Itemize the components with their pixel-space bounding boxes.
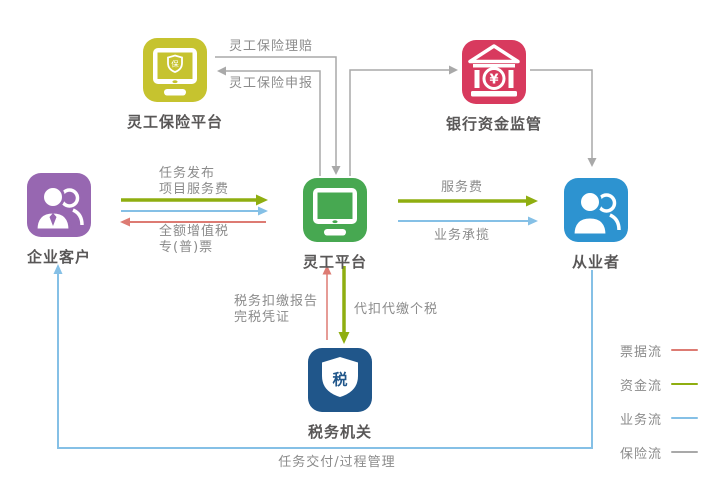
people-icon-art	[34, 185, 84, 232]
edge-label-vat-invoice-line2: 专(普)票	[159, 240, 214, 255]
people-icon-art	[571, 190, 621, 237]
edge-label-business-contract: 业务承揽	[433, 228, 490, 243]
edge-insurance-claim-line	[215, 56, 337, 167]
edge-label-tax-report-line2: 完税凭证	[234, 310, 291, 325]
edge-service-fee-arrow	[526, 195, 538, 207]
edge-task-publish-arrow	[256, 194, 268, 206]
node-worker: 从业者	[564, 178, 628, 272]
monitor-icon-art	[313, 188, 357, 236]
edge-insurance-declare-arrow	[217, 66, 226, 76]
edge-label-tax-withholding: 代扣代缴个税	[354, 302, 439, 317]
tax-shield-char: 税	[332, 371, 347, 389]
node-label-enterprise-client: 企业客户	[26, 248, 91, 266]
edge-label-task-publish-line1: 任务发布	[159, 166, 216, 181]
edge-platform-to-bank-line	[349, 69, 449, 176]
node-label-insurance-platform: 灵工保险平台	[126, 113, 223, 131]
insurance-shield-char: 保	[171, 60, 179, 69]
edge-bank-to-worker-line	[530, 69, 593, 159]
edge-label-task-publish: 任务发布 项目服务费	[159, 166, 229, 198]
edge-tax-withholding-arrow	[338, 332, 350, 344]
legend-line-fund-flow	[671, 383, 698, 385]
node-enterprise-client: 企业客户	[27, 173, 91, 267]
edge-label-vat-invoice-line1: 全额增值税	[159, 224, 230, 239]
edge-task-delivery-line	[57, 270, 593, 449]
monitor-shield-icon-art: 保	[153, 48, 197, 96]
edge-task-delivery-arrow	[53, 264, 63, 274]
legend-line-insurance-flow	[671, 451, 698, 453]
people-icon	[27, 173, 91, 237]
edge-label-tax-report: 税务扣缴报告 完税凭证	[234, 294, 318, 326]
legend-item-fund-flow: 资金流	[598, 376, 698, 394]
edge-label-insurance-claim: 灵工保险理赔	[228, 39, 313, 54]
edge-insurance-claim-arrow	[331, 166, 341, 175]
node-bank-supervision: ¥ 银行资金监管	[446, 40, 541, 134]
shield-icon-art: 税	[322, 357, 358, 397]
edge-label-insurance-declare: 灵工保险申报	[228, 76, 313, 91]
people-icon	[564, 178, 628, 242]
edge-business-contract-arrow	[528, 216, 538, 226]
edge-label-vat-invoice: 全额增值税 专(普)票	[159, 224, 229, 256]
node-label-gig-platform: 灵工平台	[302, 253, 367, 271]
legend-line-invoice-flow	[671, 349, 698, 351]
edge-label-task-delivery: 任务交付/过程管理	[278, 455, 396, 470]
node-label-bank-supervision: 银行资金监管	[445, 115, 542, 133]
edge-bank-to-worker-arrow	[587, 158, 597, 167]
edge-tax-report-arrow	[322, 265, 332, 275]
legend-line-business-flow	[671, 417, 698, 419]
node-insurance-platform: 保 灵工保险平台	[127, 38, 222, 132]
legend-label-business-flow: 业务流	[619, 412, 662, 428]
edge-label-task-publish-line2: 项目服务费	[159, 182, 230, 197]
legend-label-fund-flow: 资金流	[619, 378, 662, 394]
node-gig-platform: 灵工平台	[303, 178, 367, 272]
node-tax-authority: 税 税务机关	[308, 348, 372, 442]
bank-icon-art: ¥	[468, 44, 520, 97]
shield-icon: 税	[308, 348, 372, 412]
monitor-shield-icon: 保	[143, 38, 207, 102]
legend-label-invoice-flow: 票据流	[619, 344, 662, 360]
bank-icon: ¥	[462, 40, 526, 104]
node-label-worker: 从业者	[571, 253, 620, 271]
legend-item-invoice-flow: 票据流	[598, 342, 698, 360]
edge-label-tax-report-line1: 税务扣缴报告	[234, 294, 319, 309]
edge-label-service-fee: 服务费	[440, 180, 483, 195]
legend-item-business-flow: 业务流	[598, 410, 698, 428]
edge-platform-to-bank-arrow	[449, 65, 458, 75]
node-label-tax-authority: 税务机关	[307, 423, 372, 441]
monitor-icon	[303, 178, 367, 242]
legend-item-insurance-flow: 保险流	[598, 444, 698, 462]
legend-label-insurance-flow: 保险流	[619, 446, 662, 462]
bank-yuan-char: ¥	[489, 73, 498, 88]
edge-client-business-arrow	[258, 206, 268, 216]
edge-vat-invoice-arrow	[120, 217, 130, 227]
edge-insurance-declare-line	[226, 70, 321, 176]
